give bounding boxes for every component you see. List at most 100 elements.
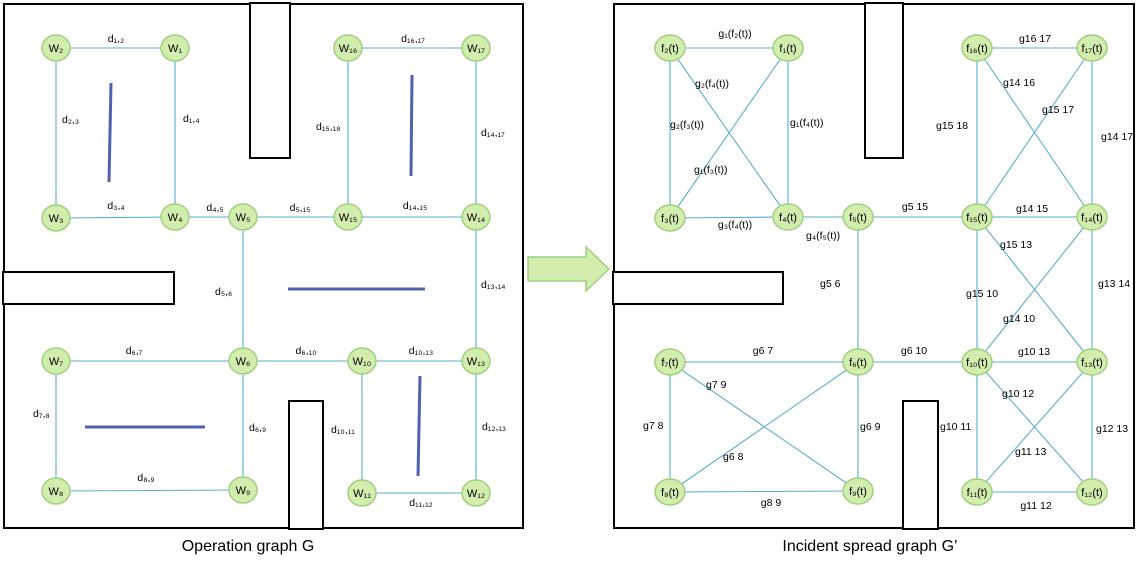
right-caption: Incident spread graph G’: [782, 538, 957, 555]
spread-graph-node-label: f₁₂(t): [1081, 487, 1102, 499]
spread-graph-edge-label: g11 12: [1020, 500, 1051, 512]
spread-graph-node-circle: [654, 204, 686, 232]
spread-graph-edge-label: g6 8: [723, 451, 744, 463]
spread-graph-edge-label: g12 13: [1096, 423, 1128, 435]
operation-graph-node-label: W₆: [236, 356, 251, 368]
operation-graph-edge-label: d₁₂,₁₃: [482, 421, 506, 433]
spread-graph-node-circle: [961, 348, 993, 376]
spread-graph-edge-label: g11 13: [1015, 446, 1046, 458]
operation-graph-node-label: W₁₀: [353, 356, 372, 368]
spread-graph-node-circle: [1076, 203, 1108, 231]
spread-graph-node-circle: [842, 348, 874, 376]
spread-graph-node-label: f₃(t): [661, 213, 679, 225]
operation-graph-node-label: W₁₁: [353, 488, 371, 500]
spread-graph-node-label: f₈(t): [661, 487, 679, 499]
spread-graph-node-f2: f₂(t): [654, 34, 686, 62]
operation-graph-node-circle: [160, 203, 190, 231]
operation-graph-edge-label: d₁₄,₁₅: [403, 200, 427, 212]
operation-graph-node-circle: [333, 203, 363, 231]
operation-graph-edge-label: d₁₁,₁₂: [409, 497, 432, 509]
transform-arrow-icon: [527, 245, 611, 293]
spread-graph-node-circle: [654, 478, 686, 506]
operation-graph-node-circle: [347, 479, 377, 507]
spread-graph-edge-label: g5 15: [902, 201, 928, 213]
operation-graph-node-w10: W₁₀: [347, 347, 377, 375]
operation-graph-edge-label: d₁₅,₁₈: [316, 121, 340, 133]
spread-graph-edge-f17-f15: [976, 47, 1093, 218]
spread-graph-node-label: f₁(t): [779, 43, 796, 55]
operation-graph-node-label: W₁₆: [339, 43, 358, 55]
operation-graph-node-w12: W₁₂: [461, 479, 491, 507]
right-wall-bottom: [902, 400, 939, 530]
left-wall-top: [249, 2, 291, 159]
spread-graph-node-f7: f₇(t): [654, 348, 686, 376]
operation-graph-node-label: W₁₇: [467, 43, 485, 55]
spread-graph-node-f14: f₁₄(t): [1076, 203, 1108, 231]
spread-graph-node-f6: f₆(t): [842, 348, 874, 376]
operation-graph-node-w5: W₅: [228, 203, 258, 231]
spread-graph-node-f9: f₉(t): [842, 477, 874, 505]
operation-graph-node-label: W₁₃: [467, 356, 486, 368]
spread-graph-edge-label: g₄(f₅(t)): [806, 230, 840, 242]
operation-graph-node-w3: W₃: [41, 204, 71, 232]
spread-graph-node-label: f₉(t): [849, 486, 867, 498]
spread-graph-node-label: f₇(t): [661, 357, 678, 369]
operation-graph-node-label: W₅: [236, 212, 251, 224]
operation-graph-node-circle: [461, 34, 491, 62]
right-wall-top: [864, 2, 904, 159]
operation-graph-node-circle: [347, 347, 377, 375]
obstacle-bar: [416, 375, 422, 477]
spread-graph-node-f16: f₁₆(t): [961, 34, 993, 62]
operation-graph-edge-label: d₈,₉: [137, 472, 154, 484]
spread-graph-node-circle: [961, 203, 993, 231]
operation-graph-edge-label: d₆,₉: [249, 422, 266, 434]
spread-graph-node-circle: [1076, 348, 1108, 376]
spread-graph-edge-label: g7 9: [706, 379, 727, 391]
spread-graph-node-circle: [961, 34, 993, 62]
operation-graph-node-circle: [160, 34, 190, 62]
operation-graph-node-w11: W₁₁: [347, 479, 377, 507]
operation-graph-edge-label: d₁₄,₁₇: [481, 127, 505, 139]
operation-graph-edge-label: d₇,₈: [33, 408, 50, 420]
operation-graph-node-circle: [41, 34, 71, 62]
operation-graph-node-label: W₁₅: [339, 212, 358, 224]
operation-graph-node-circle: [461, 479, 491, 507]
operation-graph-node-circle: [228, 476, 258, 504]
operation-graph-node-label: W₃: [49, 213, 64, 225]
operation-graph-node-label: W₁₄: [467, 212, 486, 224]
obstacle-bar: [409, 74, 414, 177]
operation-graph-node-w9: W₉: [228, 476, 258, 504]
spread-graph-edge-label: g6 7: [753, 345, 774, 357]
operation-graph-edge-w3-w4: [55, 216, 176, 219]
operation-graph-node-w1: W₁: [160, 34, 190, 62]
spread-graph-edge-label: g₁(f₃(t)): [694, 164, 727, 176]
operation-graph-edge-label: d₁₃,₁₄: [481, 279, 505, 291]
operation-graph-node-label: W₄: [168, 212, 183, 224]
operation-graph-edge-label: d₃,₄: [107, 200, 124, 212]
operation-graph-node-w16: W₁₆: [333, 34, 363, 62]
spread-graph-edge-f8-f9: [669, 490, 859, 493]
spread-graph-node-label: f₄(t): [779, 212, 797, 224]
spread-graph-edge-label: g5 6: [820, 278, 841, 290]
spread-graph-node-label: f₆(t): [849, 357, 867, 369]
operation-graph-node-circle: [228, 203, 258, 231]
operation-graph-node-label: W₁₂: [467, 488, 485, 500]
spread-graph-edge-f3-f4: [669, 216, 789, 219]
operation-graph-node-label: W₉: [236, 485, 251, 497]
spread-graph-edge-label: g15 10: [966, 288, 998, 300]
left-wall-left: [2, 271, 175, 305]
spread-graph-node-f3: f₃(t): [654, 204, 686, 232]
spread-graph-node-f15: f₁₅(t): [961, 203, 993, 231]
operation-graph-edge-w8-w9: [55, 489, 244, 492]
operation-graph-edge-label: d₅,₁₅: [290, 202, 311, 214]
spread-graph-node-label: f₁₇(t): [1082, 43, 1103, 55]
spread-graph-node-circle: [1076, 478, 1108, 506]
operation-graph-node-circle: [333, 34, 363, 62]
spread-graph-edge-f13-f11: [976, 361, 1093, 493]
spread-graph-edge-label: g15 17: [1042, 104, 1074, 116]
operation-graph-node-w13: W₁₃: [461, 347, 491, 375]
spread-graph-edge-label: g₃(f₄(t)): [718, 219, 752, 231]
operation-graph-node-w17: W₁₇: [461, 34, 491, 62]
right-wall-left: [612, 271, 784, 305]
